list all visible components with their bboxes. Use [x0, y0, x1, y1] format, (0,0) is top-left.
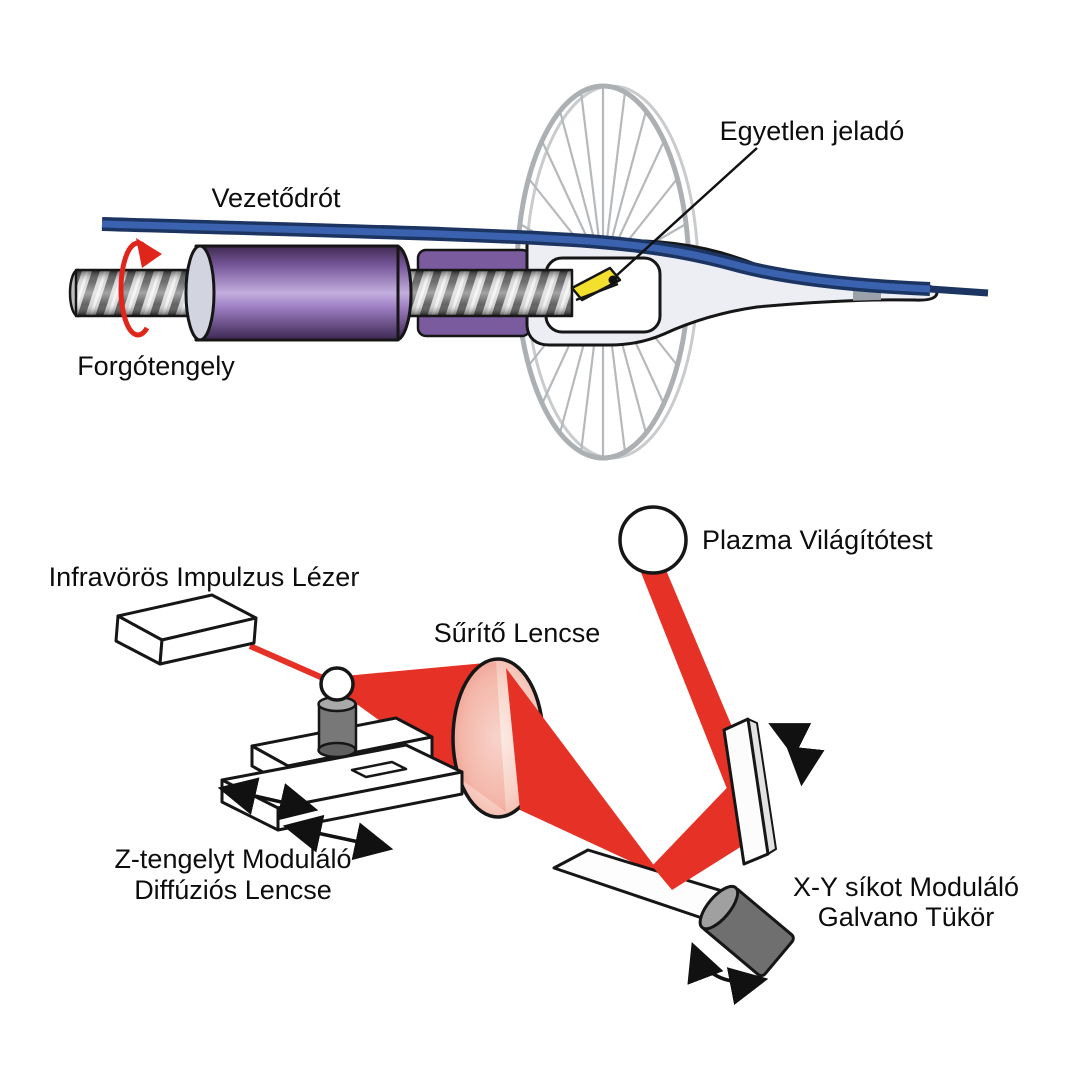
relay-diffusion-lens [319, 666, 355, 702]
label-guidewire: Vezetődrót [211, 183, 341, 213]
laser-box-side [158, 616, 258, 666]
guidewire-distal [929, 285, 989, 297]
label-z-stage-line1: Z-tengelyt Moduláló [114, 844, 351, 874]
transducer-mount-line [575, 282, 619, 302]
galvo-motor-cap [698, 884, 740, 931]
transducer-crystal [570, 266, 622, 302]
galvo-plate-mirror [722, 717, 825, 866]
label-galvo-line2: Galvano Tükör [818, 902, 995, 932]
sheath-body [194, 244, 400, 342]
single-transducer-element [570, 266, 622, 302]
transducer-pointer-line [615, 147, 758, 277]
base-block [350, 760, 408, 779]
label-plasma-bulb: Plazma Világítótest [702, 525, 933, 555]
rotation-arrow-head [136, 238, 162, 268]
stage-travel-arrow-1 [217, 777, 319, 821]
label-single-transducer: Egyetlen jeladó [720, 116, 905, 146]
beam-converging-cone [506, 668, 662, 876]
relay-lens-post [317, 695, 358, 759]
beam-mirror-to-mirror [652, 772, 758, 890]
plasma-bulb [618, 505, 688, 575]
label-rotating-shaft: Forgótengely [77, 351, 235, 381]
label-condenser-lens: Sűrítő Lencse [434, 618, 601, 648]
sheath-left-opening [184, 244, 216, 342]
outer-sheath-cylinder [184, 244, 413, 342]
guidewire-core [101, 220, 931, 293]
label-ir-laser: Infravörös Impulzus Lézer [49, 562, 360, 592]
stage-travel-arrow-2 [282, 814, 394, 861]
z-modulation-stage [217, 666, 464, 861]
label-galvo-line1: X-Y síkot Moduláló [793, 872, 1019, 902]
transducer-dot [608, 275, 618, 285]
rotation-arrow [118, 238, 162, 338]
ir-laser-box [114, 593, 258, 666]
label-z-stage-line2: Diffúziós Lencse [134, 875, 332, 905]
galvo-motor-rotation-arrow [687, 942, 769, 1005]
plate-mirror-tilt-arrow [768, 723, 825, 787]
catheter-assembly-figure: Vezetődrót Egyetlen jeladó Forgótengely [68, 83, 989, 461]
plate-mirror-face [722, 717, 770, 866]
optical-path-figure: Infravörös Impulzus Lézer Sűrítő Lencse … [49, 505, 1019, 1005]
guidewire [101, 217, 989, 297]
rotation-arrow-arc [118, 240, 150, 338]
beam-laser-to-relay [248, 643, 334, 685]
